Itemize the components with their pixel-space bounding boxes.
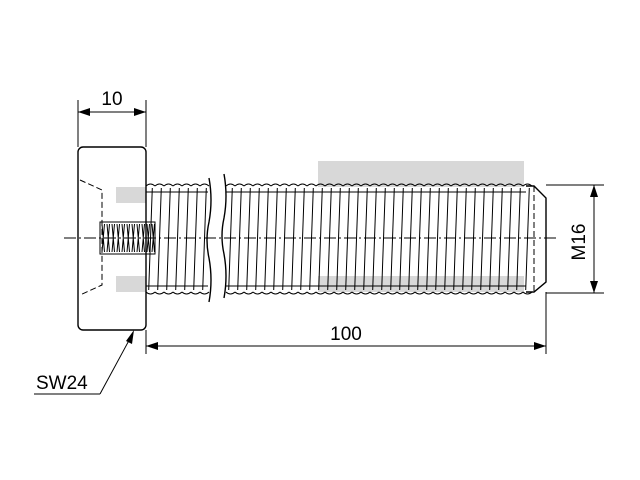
- thread-turn-6: [199, 183, 210, 295]
- thread-turn-33: [522, 183, 533, 295]
- dimension-head-height: 10: [77, 89, 147, 147]
- thread-turn-25: [450, 183, 461, 295]
- thread-length-label: 100: [330, 324, 362, 345]
- thread-turn-8: [297, 183, 308, 295]
- thread-turn-31: [504, 183, 515, 295]
- thread-turn-5: [190, 183, 201, 295]
- threaded-shank: [145, 173, 547, 303]
- watermark: [116, 161, 524, 292]
- thread-turn-13: [342, 183, 353, 295]
- thread-turn-17: [378, 183, 389, 295]
- thread-turn-32: [513, 183, 524, 295]
- thread-turn-15: [360, 183, 371, 295]
- thread-turn-14: [351, 183, 362, 295]
- thread-turn-10: [315, 183, 326, 295]
- thread-turn-3: [252, 183, 263, 295]
- thread-turn-1: [234, 183, 245, 295]
- thread-turn-7: [288, 183, 299, 295]
- dimension-thread-size: M16: [546, 184, 604, 294]
- thread-turn-11: [324, 183, 335, 295]
- thread-turn-26: [459, 183, 470, 295]
- thread-turn-16: [369, 183, 380, 295]
- thread-turn-22: [423, 183, 434, 295]
- thread-turn-1: [154, 183, 165, 295]
- thread-turn-2: [243, 183, 254, 295]
- head-height-label: 10: [101, 89, 122, 110]
- wrench-size-label: SW24: [36, 373, 88, 394]
- thread-turn-30: [495, 183, 506, 295]
- thread-turn-4: [261, 183, 272, 295]
- thread-size-label: M16: [569, 224, 590, 261]
- thread-turn-6: [279, 183, 290, 295]
- thread-turn-21: [414, 183, 425, 295]
- thread-right-section: [225, 183, 533, 295]
- thread-turn-27: [468, 183, 479, 295]
- thread-turn-9: [306, 183, 317, 295]
- thread-turn-3: [172, 183, 183, 295]
- thread-turn-0: [225, 183, 236, 295]
- thread-turn-0: [145, 183, 156, 295]
- thread-left-section: [145, 183, 210, 295]
- thread-turn-20: [405, 183, 416, 295]
- thread-turn-2: [163, 183, 174, 295]
- thread-turn-12: [333, 183, 344, 295]
- thread-turn-29: [486, 183, 497, 295]
- thread-turn-28: [477, 183, 488, 295]
- thread-turn-23: [432, 183, 443, 295]
- thread-turn-18: [387, 183, 398, 295]
- thread-turn-24: [441, 183, 452, 295]
- dimension-thread-length: 100: [145, 292, 547, 354]
- thread-turn-19: [396, 183, 407, 295]
- leader-wrench-size: SW24: [34, 330, 134, 395]
- thread-turn-5: [270, 183, 281, 295]
- thread-turn-4: [181, 183, 192, 295]
